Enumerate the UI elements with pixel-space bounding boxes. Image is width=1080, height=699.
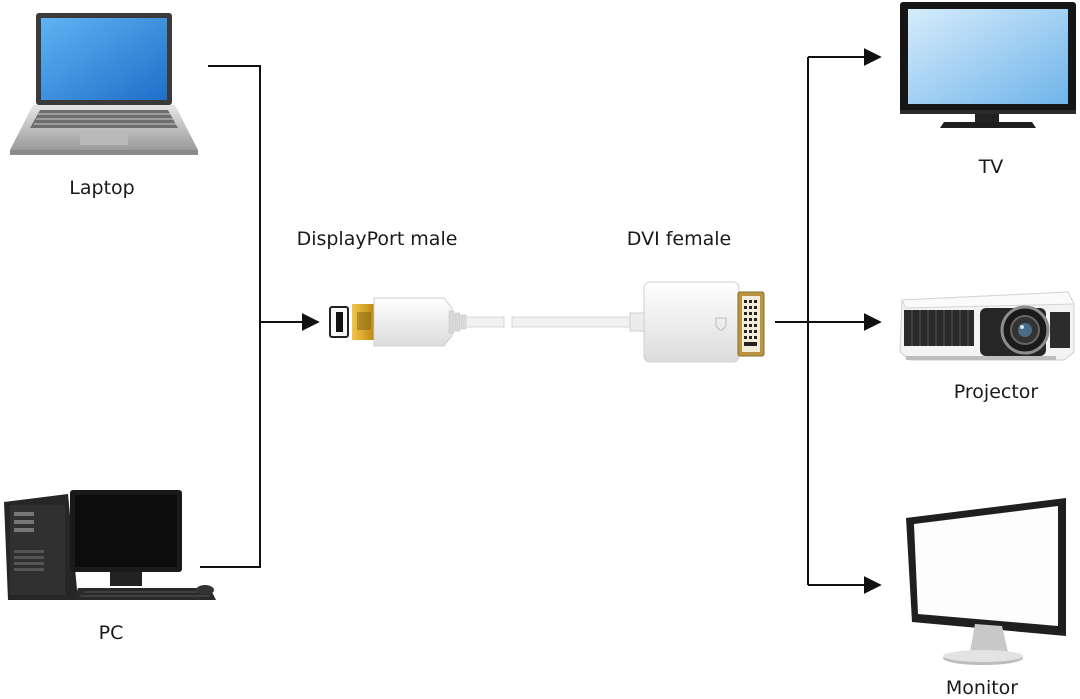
projector-icon bbox=[899, 291, 1075, 361]
label-laptop: Laptop bbox=[69, 177, 135, 199]
label-projector: Projector bbox=[953, 381, 1039, 403]
label-dvi-female: DVI female bbox=[626, 228, 732, 250]
connection-lines bbox=[200, 48, 882, 594]
desktop-pc-icon bbox=[4, 490, 216, 600]
monitor-icon bbox=[906, 498, 1066, 665]
label-tv: TV bbox=[978, 156, 1004, 178]
dvi-adapter-icon bbox=[511, 281, 765, 363]
label-monitor: Monitor bbox=[945, 677, 1019, 699]
laptop-icon bbox=[10, 13, 198, 155]
label-pc: PC bbox=[98, 622, 124, 644]
pc-line bbox=[200, 322, 261, 568]
tv-icon bbox=[900, 2, 1076, 128]
displayport-plug-icon bbox=[329, 297, 505, 347]
laptop-line bbox=[208, 65, 261, 322]
label-displayport-male: DisplayPort male bbox=[296, 228, 458, 250]
